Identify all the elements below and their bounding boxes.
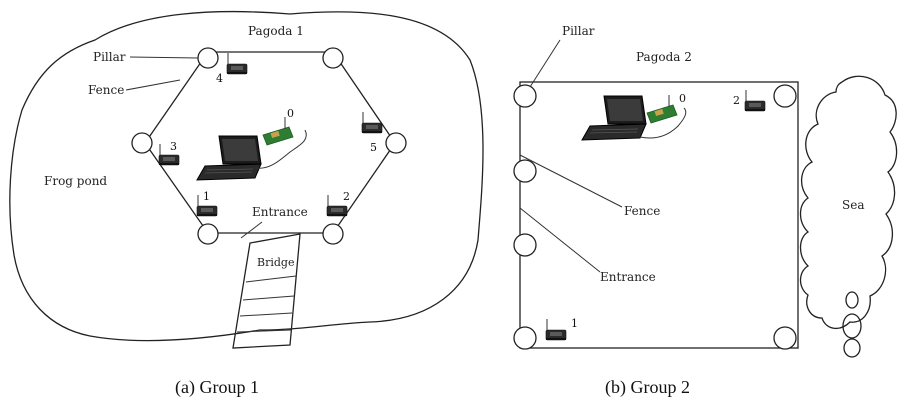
sensor-node-5 — [361, 111, 383, 134]
group2-diagram: Pagoda 2 Pillar Fence Entrance 0 2 1 Sea… — [513, 24, 898, 398]
bridge-label: Bridge — [257, 256, 294, 269]
node-label-3: 3 — [170, 140, 177, 153]
fence-label-b: Fence — [624, 204, 660, 218]
pillar-3 — [131, 132, 153, 154]
pillar-pointer-a — [129, 56, 199, 59]
bridge-plank — [245, 275, 297, 283]
sea-cloud — [799, 75, 898, 329]
usb-cable — [254, 129, 307, 169]
pillar-label-b: Pillar — [562, 24, 595, 38]
base-station-board-icon — [646, 94, 678, 124]
pagoda2-boundary — [519, 81, 799, 349]
sensor-node-4 — [226, 52, 248, 75]
pillar-5 — [197, 223, 219, 245]
sea-drop — [842, 313, 862, 339]
laptop-icon — [196, 135, 262, 181]
sensor-node-2-b — [744, 89, 766, 112]
usb-cable — [639, 107, 687, 139]
pillar-1 — [197, 47, 219, 69]
fence-pointer-b — [519, 154, 623, 208]
entrance-pointer-a — [240, 221, 263, 239]
pillar-tl — [513, 84, 537, 108]
pillar-pointer-b — [529, 39, 561, 88]
group1-diagram: Pagoda 1 Pillar Fence Frog pond Entrance… — [9, 10, 484, 398]
node-label-2-b: 2 — [733, 94, 740, 107]
laptop-icon — [581, 95, 647, 141]
bridge — [232, 233, 301, 349]
sea-drop — [843, 338, 861, 358]
entrance-label-b: Entrance — [600, 270, 656, 284]
pillar-2 — [322, 47, 344, 69]
pillar-bl — [513, 326, 537, 350]
pillar-label-a: Pillar — [93, 50, 126, 64]
entrance-label-a: Entrance — [252, 205, 308, 219]
base-station-board-icon — [262, 116, 294, 146]
node-label-0: 0 — [287, 107, 294, 120]
pillar-ml — [513, 159, 537, 183]
pagoda2-title: Pagoda 2 — [636, 50, 692, 64]
pillar-tr — [773, 84, 797, 108]
sensor-node-1-b — [545, 318, 567, 341]
pagoda1-title: Pagoda 1 — [248, 24, 304, 38]
sea-label: Sea — [842, 198, 864, 212]
node-label-2: 2 — [343, 190, 350, 203]
sea-drop — [845, 291, 859, 309]
pillar-ll — [513, 233, 537, 257]
pillar-6 — [322, 223, 344, 245]
bridge-plank — [239, 312, 293, 317]
fence-label-a: Fence — [88, 83, 124, 97]
caption-group1: (a) Group 1 — [175, 377, 259, 398]
node-label-5: 5 — [370, 141, 377, 154]
node-label-4: 4 — [216, 72, 223, 85]
caption-group2: (b) Group 2 — [605, 377, 690, 398]
pillar-br — [773, 326, 797, 350]
frog-pond-label: Frog pond — [44, 174, 107, 188]
pillar-4 — [385, 132, 407, 154]
node-label-1-b: 1 — [571, 317, 578, 330]
bridge-plank — [236, 329, 292, 333]
node-label-1: 1 — [203, 190, 210, 203]
node-label-0-b: 0 — [679, 92, 686, 105]
frog-pond-outline — [9, 10, 484, 342]
entrance-pointer-b — [519, 207, 601, 273]
fence-pointer-a — [125, 79, 181, 91]
bridge-plank — [242, 295, 295, 301]
